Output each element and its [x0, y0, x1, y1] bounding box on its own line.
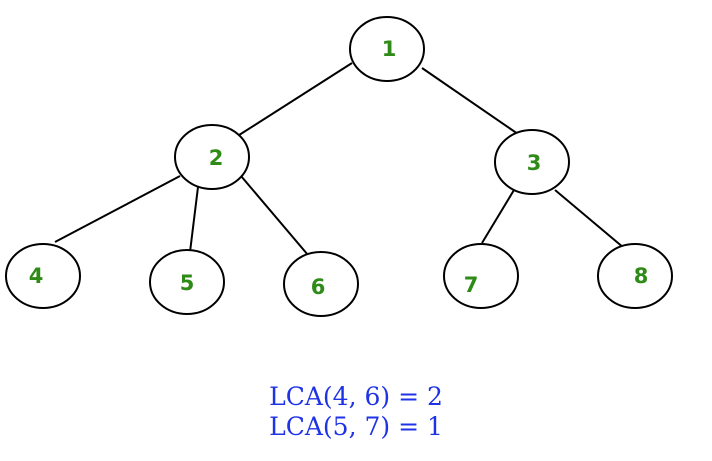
node-circle	[149, 249, 225, 315]
node-label: 8	[634, 264, 649, 288]
edges-layer	[54, 62, 625, 256]
tree-node-8: 8	[597, 243, 673, 309]
lca-caption-line-1: LCA(4, 6) = 2	[269, 382, 443, 411]
edge-n2-n4	[54, 175, 181, 243]
tree-node-1: 1	[349, 16, 425, 82]
node-circle	[597, 243, 673, 309]
node-label: 3	[527, 151, 542, 175]
node-label: 2	[209, 146, 224, 170]
edge-n2-n5	[189, 186, 199, 253]
tree-node-7: 7	[443, 243, 519, 309]
edge-n3-n8	[554, 189, 625, 249]
edge-n1-n2	[235, 62, 353, 138]
lca-caption-line-2: LCA(5, 7) = 1	[269, 412, 443, 441]
tree-node-2: 2	[174, 124, 250, 190]
tree-node-4: 4	[5, 243, 81, 309]
node-circle	[283, 251, 359, 317]
tree-node-5: 5	[149, 249, 225, 315]
edge-n3-n7	[481, 189, 515, 244]
node-circle	[5, 243, 81, 309]
node-label: 5	[180, 271, 195, 295]
tree-node-6: 6	[283, 251, 359, 317]
node-circle	[443, 243, 519, 309]
node-circle	[349, 16, 425, 82]
edge-n2-n6	[240, 175, 309, 256]
node-circle	[494, 129, 570, 195]
node-label: 1	[382, 37, 397, 61]
node-circle	[174, 124, 250, 190]
tree-node-3: 3	[494, 129, 570, 195]
nodes-layer: 1 2 3 4 5 6 7 8	[5, 16, 673, 317]
node-label: 7	[464, 273, 479, 297]
node-label: 4	[29, 264, 44, 288]
edge-n1-n3	[421, 67, 519, 135]
node-label: 6	[311, 275, 326, 299]
